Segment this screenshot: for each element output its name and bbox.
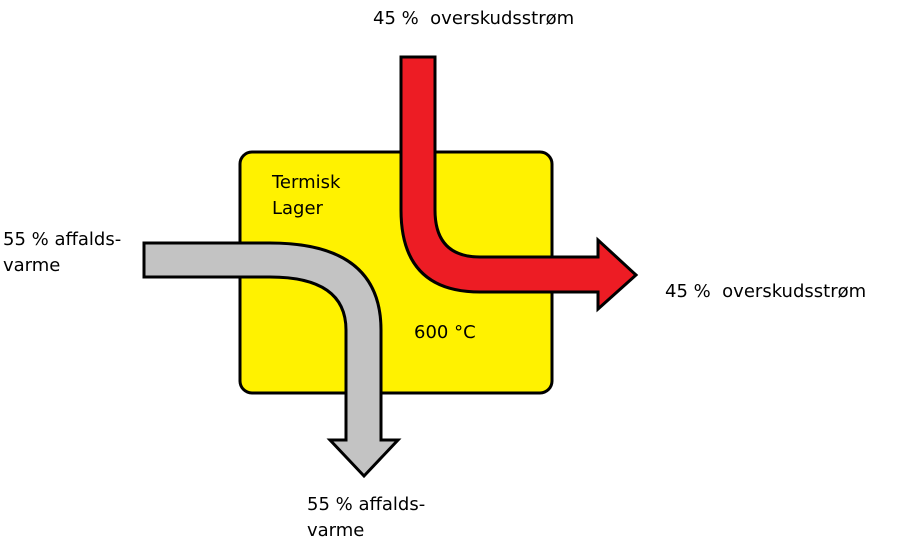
waste-heat-arrow bbox=[142, 241, 402, 479]
bottom-output-line2: varme bbox=[307, 520, 365, 541]
right-output-label: 45 % overskudsstrøm bbox=[665, 281, 867, 302]
surplus-power-arrow bbox=[399, 55, 639, 313]
top-input-label: 45 % overskudsstrøm bbox=[373, 8, 575, 29]
storage-title-line1: Termisk bbox=[272, 172, 341, 193]
left-input-label: 55 % affalds-varme bbox=[3, 227, 121, 279]
storage-title-line2: Lager bbox=[272, 198, 323, 219]
bottom-output-line1: 55 % affalds- bbox=[307, 494, 426, 515]
left-input-line2: varme bbox=[3, 255, 61, 276]
bottom-output-label: 55 % affalds-varme bbox=[307, 492, 425, 544]
left-input-line1: 55 % affalds- bbox=[3, 229, 122, 250]
storage-temperature: 600 °C bbox=[414, 322, 476, 343]
